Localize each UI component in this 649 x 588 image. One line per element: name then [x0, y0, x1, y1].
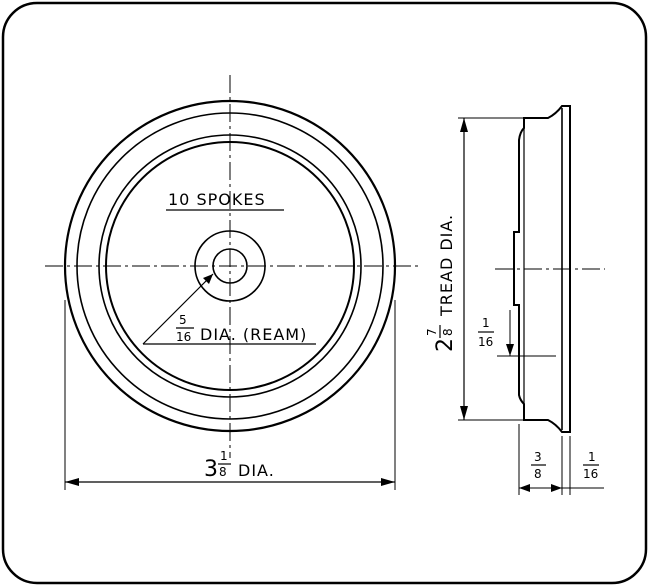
tread-whole: 2: [433, 338, 458, 352]
flange-frac-den: 16: [478, 335, 493, 349]
overall-frac-num: 1: [220, 449, 228, 463]
side-view: [458, 105, 605, 495]
tread-text: TREAD DIA.: [437, 214, 456, 317]
width-dimension-label: 3 8: [531, 450, 546, 481]
bore-text: DIA. (REAM): [200, 325, 307, 344]
overall-frac-den: 8: [219, 465, 227, 479]
tread-frac-num: 7: [425, 328, 439, 336]
flange-arrow: [506, 344, 514, 356]
overall-arrow-right: [381, 478, 395, 486]
width-frac-num: 3: [534, 450, 542, 464]
front-view: [45, 75, 420, 490]
overall-dimension-label: 3 1 8 DIA.: [204, 449, 275, 482]
rim-dimension-label: 1 16: [583, 450, 599, 481]
bore-frac-den: 16: [176, 330, 191, 344]
overall-arrow-left: [65, 478, 79, 486]
width-frac-den: 8: [534, 467, 542, 481]
tread-frac-den: 8: [441, 328, 455, 336]
spokes-label: 10 SPOKES: [168, 190, 266, 209]
width-arrow-left: [519, 484, 530, 492]
bore-dimension-label: 5 16 DIA. (REAM): [176, 313, 307, 344]
tread-arrow-bottom: [460, 406, 468, 420]
bore-leader-arrow: [203, 274, 213, 284]
tread-dimension-label: 2 7 8 TREAD DIA.: [425, 214, 458, 352]
overall-text: DIA.: [238, 461, 275, 480]
overall-whole: 3: [204, 457, 218, 482]
bore-frac-num: 5: [179, 313, 187, 327]
tread-arrow-top: [460, 118, 468, 132]
rim-frac-num: 1: [588, 450, 596, 464]
flange-frac-num: 1: [482, 316, 490, 330]
rim-frac-den: 16: [583, 467, 598, 481]
bore-leader-line: [142, 273, 214, 345]
flange-dimension-label: 1 16: [478, 316, 494, 349]
